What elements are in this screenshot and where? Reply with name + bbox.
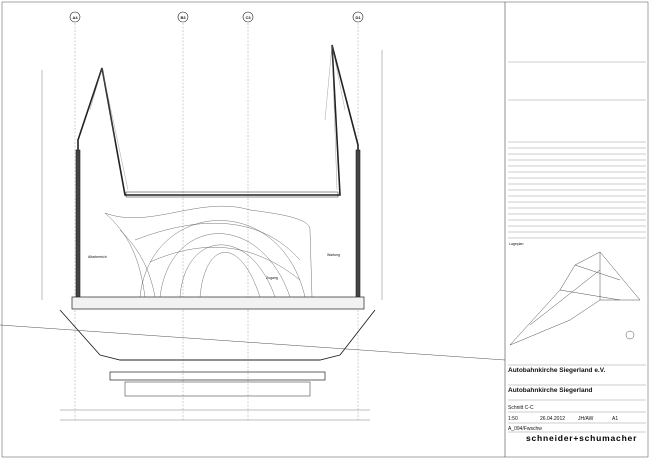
inset-label: Lageplan	[509, 242, 524, 246]
site-plan-inset	[509, 251, 641, 346]
timber-shell	[104, 206, 313, 298]
date: 26.04.2012	[540, 416, 566, 422]
left-wall	[75, 149, 81, 299]
right-wall	[355, 149, 361, 299]
ceiling-slab	[125, 191, 339, 198]
plan-number: A_094/Fwschw	[508, 426, 542, 432]
drawn-by: JH/AW	[578, 416, 594, 422]
axis-label: D1	[355, 15, 361, 20]
room-label: Altarbereich	[88, 255, 107, 259]
axis-markers	[69, 11, 364, 23]
room-label: Zugang	[266, 276, 278, 280]
project-name: Autobahnkirche Siegerland	[508, 387, 593, 394]
dimension-lines	[41, 50, 383, 421]
roof-triangulation	[89, 44, 346, 191]
room-label: Wartung	[327, 253, 341, 257]
foundation	[59, 309, 376, 361]
grid-lines	[74, 23, 359, 420]
client-name: Autobahnkirche Siegerland e.V.	[508, 367, 606, 374]
axis-label: A4	[72, 15, 78, 20]
base-slab	[109, 371, 326, 381]
architect-logo: schneider+schumacher	[526, 433, 638, 443]
paper-format: A1	[612, 416, 619, 422]
terrain-line	[0, 324, 506, 361]
footing	[124, 381, 311, 397]
floor-slab	[71, 296, 365, 310]
axis-label: C3	[245, 15, 251, 20]
drawing-title: Schnitt C-C	[508, 405, 534, 411]
roof-outline	[77, 44, 359, 196]
scale: 1:50	[508, 416, 518, 422]
title-block-lines	[508, 61, 646, 433]
axis-label: B3	[180, 15, 186, 20]
